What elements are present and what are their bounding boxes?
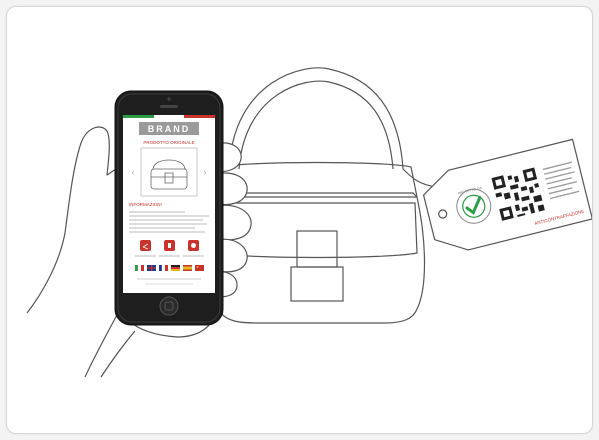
flag-stripe-red (184, 115, 215, 118)
flag-de-icon (171, 265, 180, 271)
phone-speaker (160, 105, 178, 108)
phone-home-button (160, 297, 178, 315)
phone-camera (167, 97, 170, 100)
handbag-handle-inner (239, 81, 393, 169)
flag-es-icon (183, 265, 192, 271)
flag-cn-icon (195, 265, 204, 271)
handbag-handle (229, 68, 403, 169)
illustration-card: PROTETTO DA (6, 6, 593, 434)
tag-string (403, 169, 437, 187)
section-label: INFORMAZIONI (129, 202, 162, 207)
authentication-illustration: PROTETTO DA (7, 7, 592, 433)
flag-fr-icon (159, 265, 168, 271)
carousel-next-icon[interactable]: › (204, 167, 207, 177)
flag-stripe-white (154, 115, 184, 118)
phone-screen: BRAND PRODOTTO ORIGINALE ‹ › INFORMAZION… (123, 115, 215, 293)
smartphone: BRAND PRODOTTO ORIGINALE ‹ › INFORMAZION… (115, 91, 223, 325)
handbag-top (221, 163, 417, 198)
handbag-clasp-bottom (291, 267, 343, 301)
brand-label: BRAND (148, 124, 191, 134)
flag-uk-icon (147, 265, 156, 271)
flag-stripe-green (123, 115, 154, 118)
product-subtitle: PRODOTTO ORIGINALE (143, 140, 194, 145)
hand-palm (27, 127, 121, 377)
carousel-prev-icon[interactable]: ‹ (132, 167, 135, 177)
flag-it-icon (135, 265, 144, 271)
authenticity-tag: PROTETTO DA (419, 139, 592, 257)
handbag-clasp-top (297, 231, 337, 267)
